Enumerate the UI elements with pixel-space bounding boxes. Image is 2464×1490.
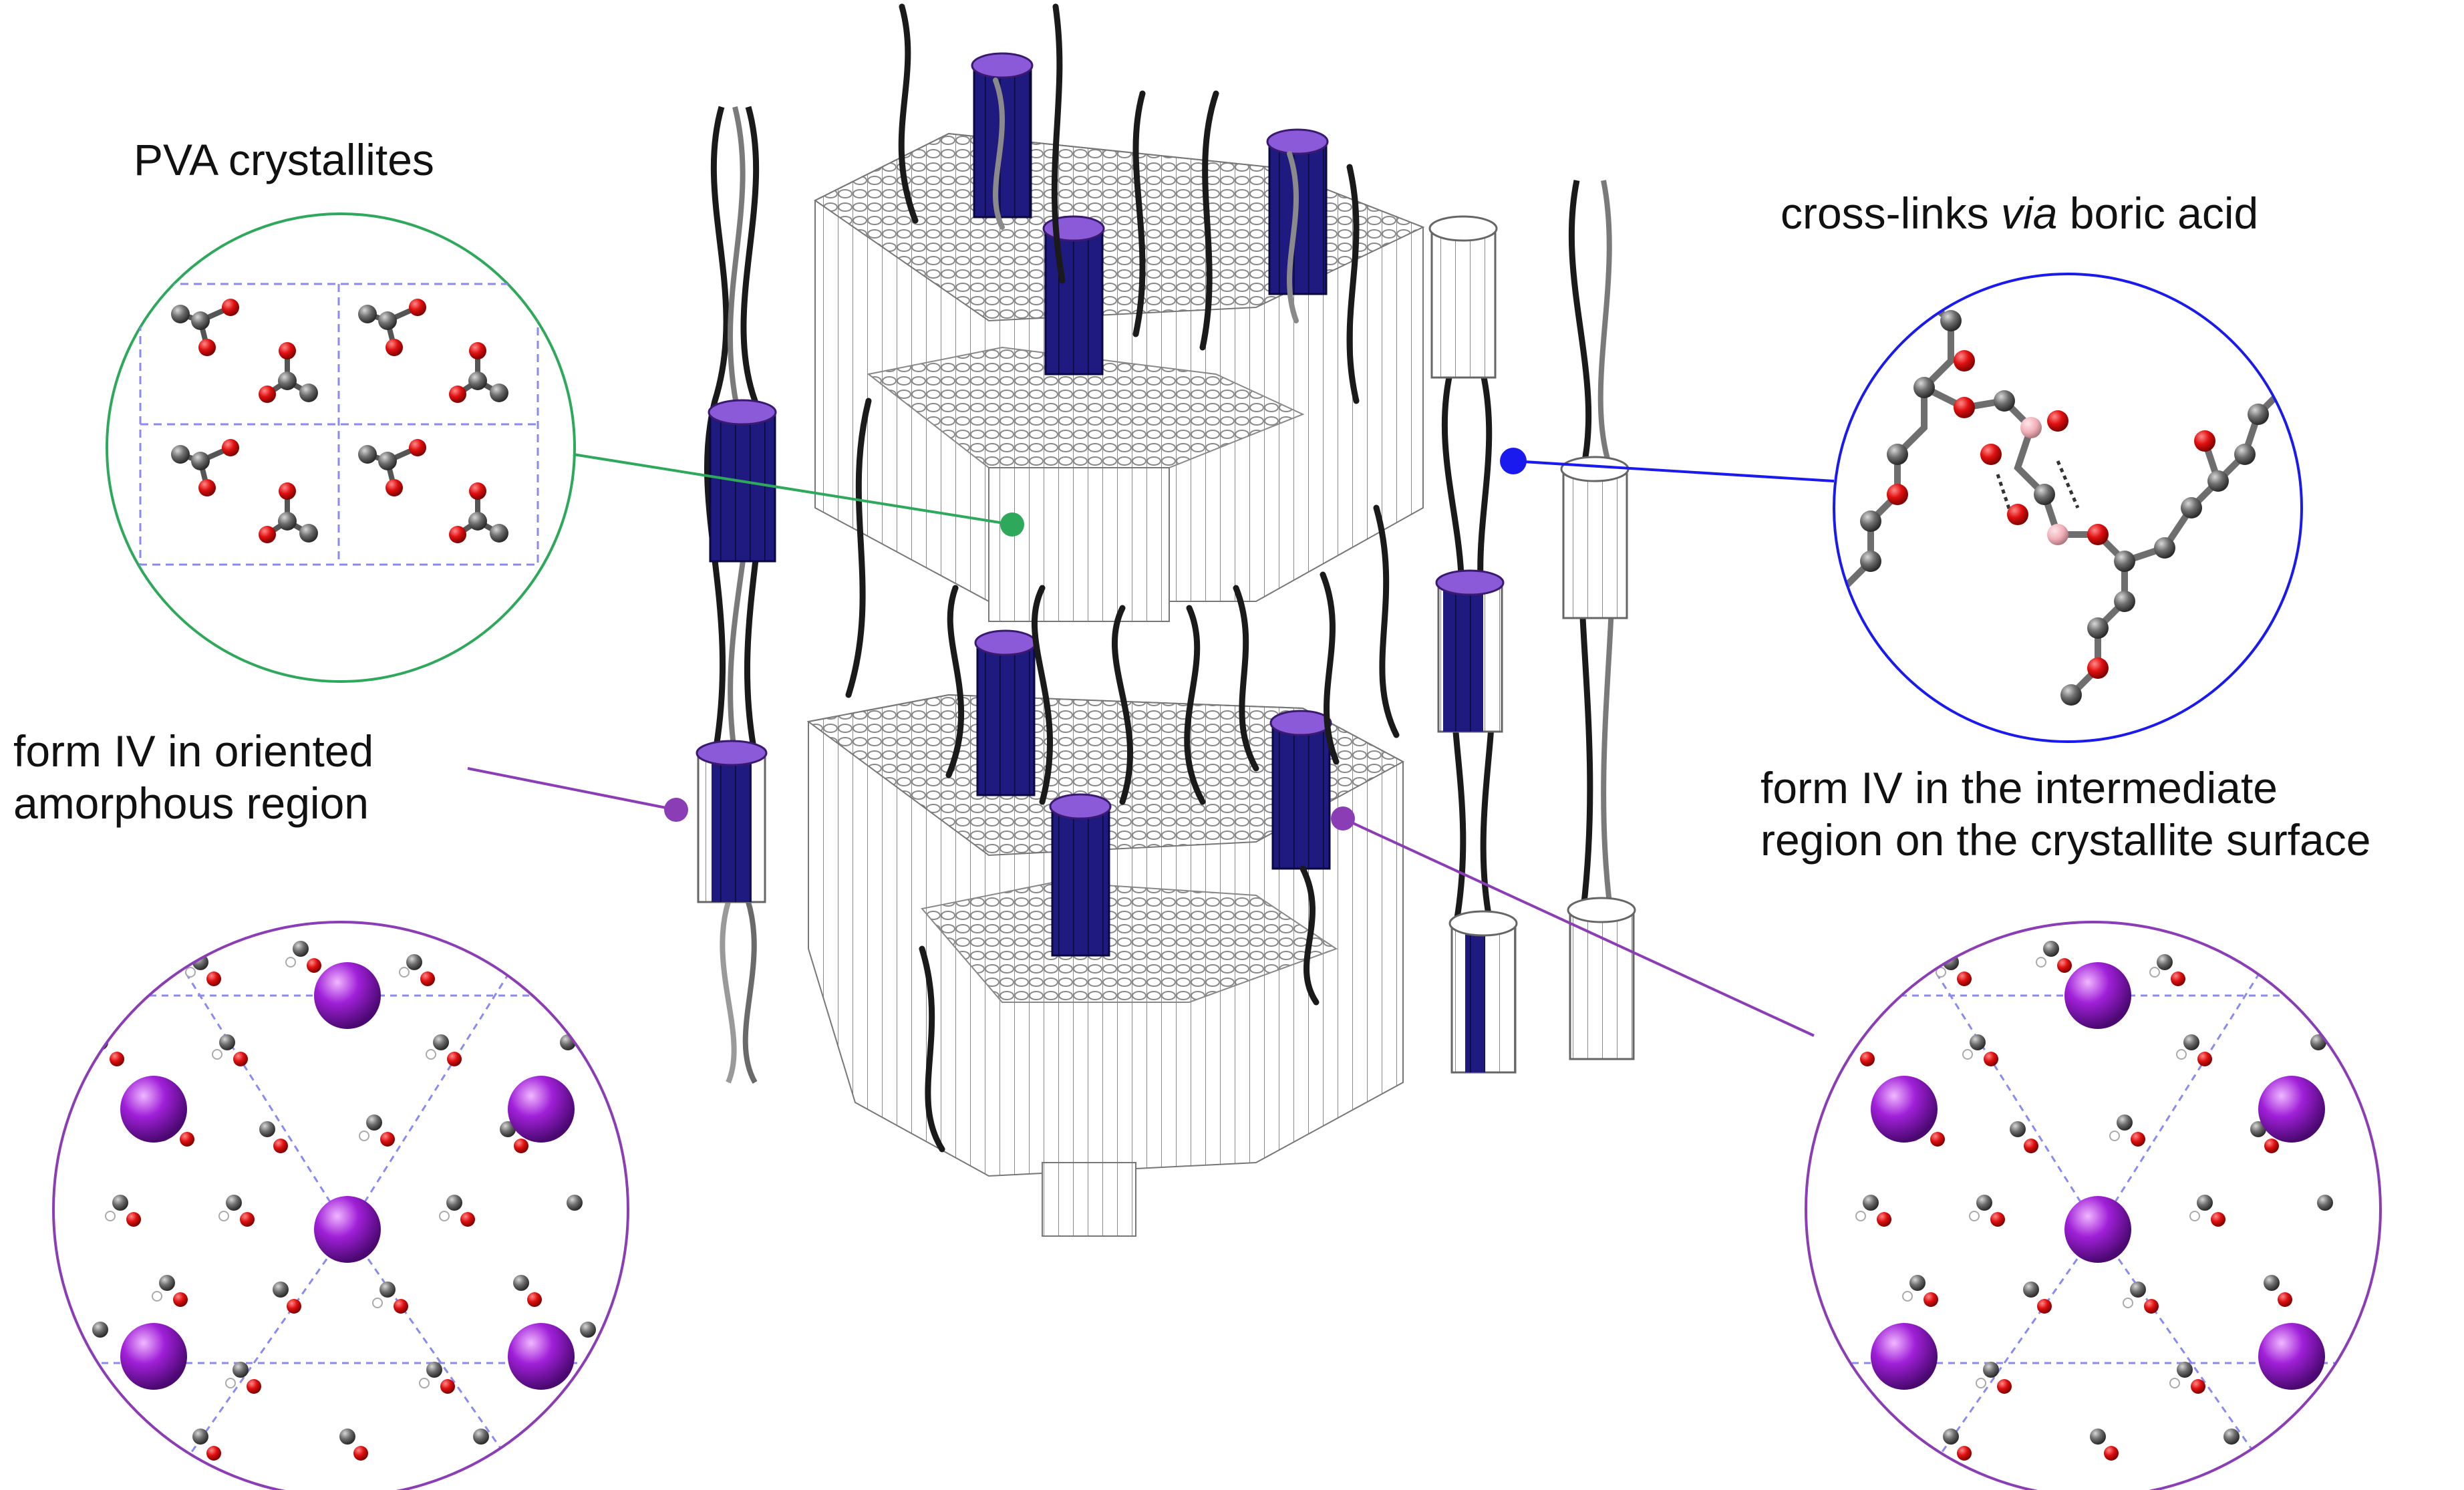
cross-links-prefix: cross-links <box>1781 188 2002 238</box>
lamellar-crystallite-stack <box>806 3 1425 1237</box>
hydrated-pva-molecules-right <box>1839 941 2333 1461</box>
crystallite-leader-line <box>573 453 1013 526</box>
form-iv-oriented-label: form IV in oriented amorphous region <box>13 725 373 829</box>
cross-links-label: cross-links via boric acid <box>1781 187 2258 239</box>
crystallite-pointer-dot <box>1000 512 1024 537</box>
intermediate-leader-line <box>1342 817 1815 1037</box>
form-iv-intermediate-line2: region on the crystallite surface <box>1760 815 2371 865</box>
amorphous-chains <box>845 3 1400 1153</box>
pva-crystallites-label: PVA crystallites <box>134 135 434 184</box>
left-oriented-fibril <box>696 106 777 1084</box>
form-iv-oriented-inset <box>52 767 688 1490</box>
unit-cell-molecules <box>171 299 508 543</box>
cross-links-suffix: boric acid <box>2057 188 2259 238</box>
oriented-leader-line <box>467 767 677 811</box>
intermediate-pointer-dot <box>1331 806 1355 831</box>
form-iv-intermediate-label: form IV in the intermediate region on th… <box>1760 762 2370 866</box>
form-iv-oriented-line1: form IV in oriented <box>13 726 374 776</box>
cross-links-via: via <box>2001 188 2058 238</box>
upper-crystalline-lamella <box>814 132 1425 622</box>
crosslink-leader-line <box>1513 460 1835 482</box>
pva-crystallite-inset <box>106 212 1024 683</box>
crosslink-pointer-dot <box>1500 448 1527 474</box>
oriented-pointer-dot <box>664 798 688 822</box>
form-iv-intermediate-line1: form IV in the intermediate <box>1760 763 2278 812</box>
right-oriented-fibrils <box>1428 180 1636 1074</box>
form-iv-oriented-line2: amorphous region <box>13 778 369 828</box>
